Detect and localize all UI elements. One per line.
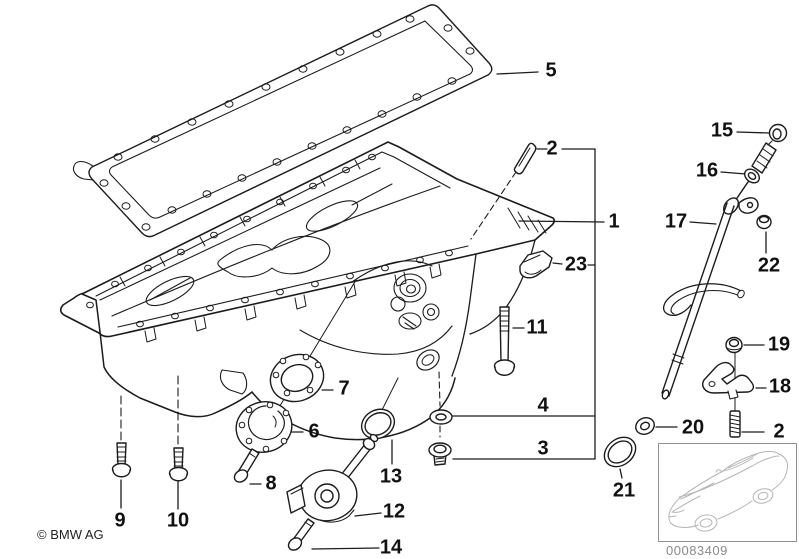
- callout-1: 1: [608, 210, 620, 233]
- callout-13: 13: [379, 465, 403, 488]
- oil-pan-gasket: [73, 5, 491, 237]
- callout-12: 12: [382, 500, 406, 523]
- cover-flange-6: [230, 396, 297, 459]
- car-thumbnail: [659, 444, 797, 542]
- sealing-washer-4: [430, 410, 452, 424]
- callout-14: 14: [379, 536, 403, 559]
- dipstick: [752, 125, 787, 174]
- support-bracket-18: [703, 363, 754, 399]
- cover-flange-7: [264, 347, 330, 409]
- callout-19: 19: [767, 333, 791, 356]
- retaining-clip: [520, 251, 552, 278]
- callout-20: 20: [681, 416, 705, 439]
- callout-2-right: 2: [773, 420, 785, 443]
- callout-3: 3: [537, 437, 549, 460]
- diagram-code: 00083409: [666, 543, 728, 558]
- bolt-14: [286, 519, 314, 553]
- oil-level-sensor: [287, 433, 379, 522]
- callout-5: 5: [545, 59, 557, 82]
- o-ring-13: [356, 404, 399, 445]
- drain-plug-3: [429, 443, 451, 465]
- bolt-8: [232, 449, 259, 485]
- callout-17: 17: [664, 210, 688, 233]
- callout-4: 4: [537, 394, 549, 417]
- o-ring-21: [599, 431, 642, 472]
- callout-16: 16: [695, 159, 719, 182]
- stud-2: [730, 411, 740, 437]
- callout-6: 6: [308, 420, 320, 443]
- bmw-sedan-outline-icon: [669, 451, 788, 532]
- callout-8: 8: [265, 472, 277, 495]
- callout-22: 22: [757, 254, 781, 277]
- callout-2-top: 2: [546, 137, 558, 160]
- nut-19: [726, 338, 742, 353]
- cap-nut-22: [757, 216, 771, 229]
- bolt-9: [113, 443, 131, 477]
- copyright-notice: © BMW AG: [37, 527, 104, 542]
- bolt-11: [495, 307, 515, 375]
- callout-9: 9: [114, 509, 126, 532]
- bolt-10: [170, 448, 188, 481]
- dowel-pin: [514, 143, 535, 173]
- callout-11: 11: [526, 316, 548, 339]
- callout-10: 10: [166, 509, 190, 532]
- dipstick-guide-tube: [661, 182, 758, 400]
- callout-23: 23: [564, 253, 588, 276]
- dipstick-seal: [742, 166, 762, 185]
- callout-18: 18: [768, 375, 792, 398]
- seal-ring-20: [633, 415, 657, 438]
- callout-15: 15: [710, 119, 734, 142]
- callout-7: 7: [338, 377, 350, 400]
- callout-21: 21: [612, 479, 636, 502]
